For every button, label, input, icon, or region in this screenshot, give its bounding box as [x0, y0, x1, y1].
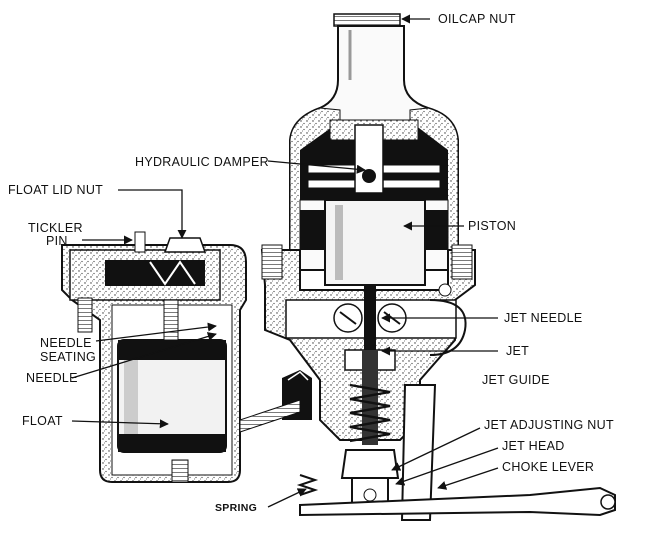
label-tickler: TICKLER: [28, 221, 83, 235]
label-needle-seating-line1: NEEDLE: [40, 336, 92, 350]
label-spring: SPRING: [215, 502, 258, 514]
label-oilcap-nut: OILCAP NUT: [438, 12, 516, 26]
label-needle: NEEDLE: [26, 371, 78, 385]
carburettor-body: [260, 244, 616, 521]
label-jet-head: JET HEAD: [502, 439, 565, 453]
label-choke-lever: CHOKE LEVER: [502, 460, 595, 474]
label-pin: PIN: [46, 234, 68, 248]
label-needle-seating-line2: SEATING: [40, 350, 97, 364]
label-jet: JET: [506, 344, 530, 358]
label-jet-adjusting-nut: JET ADJUSTING NUT: [484, 418, 614, 432]
label-jet-guide: JET GUIDE: [482, 373, 550, 387]
label-hydraulic-damper: HYDRAULIC DAMPER: [135, 155, 269, 169]
label-float: FLOAT: [22, 414, 63, 428]
label-float-lid-nut: FLOAT LID NUT: [8, 183, 104, 197]
label-jet-needle: JET NEEDLE: [504, 311, 583, 325]
suction-chamber: [289, 13, 459, 286]
label-piston: PISTON: [468, 219, 517, 233]
leader-lines: [71, 14, 499, 508]
